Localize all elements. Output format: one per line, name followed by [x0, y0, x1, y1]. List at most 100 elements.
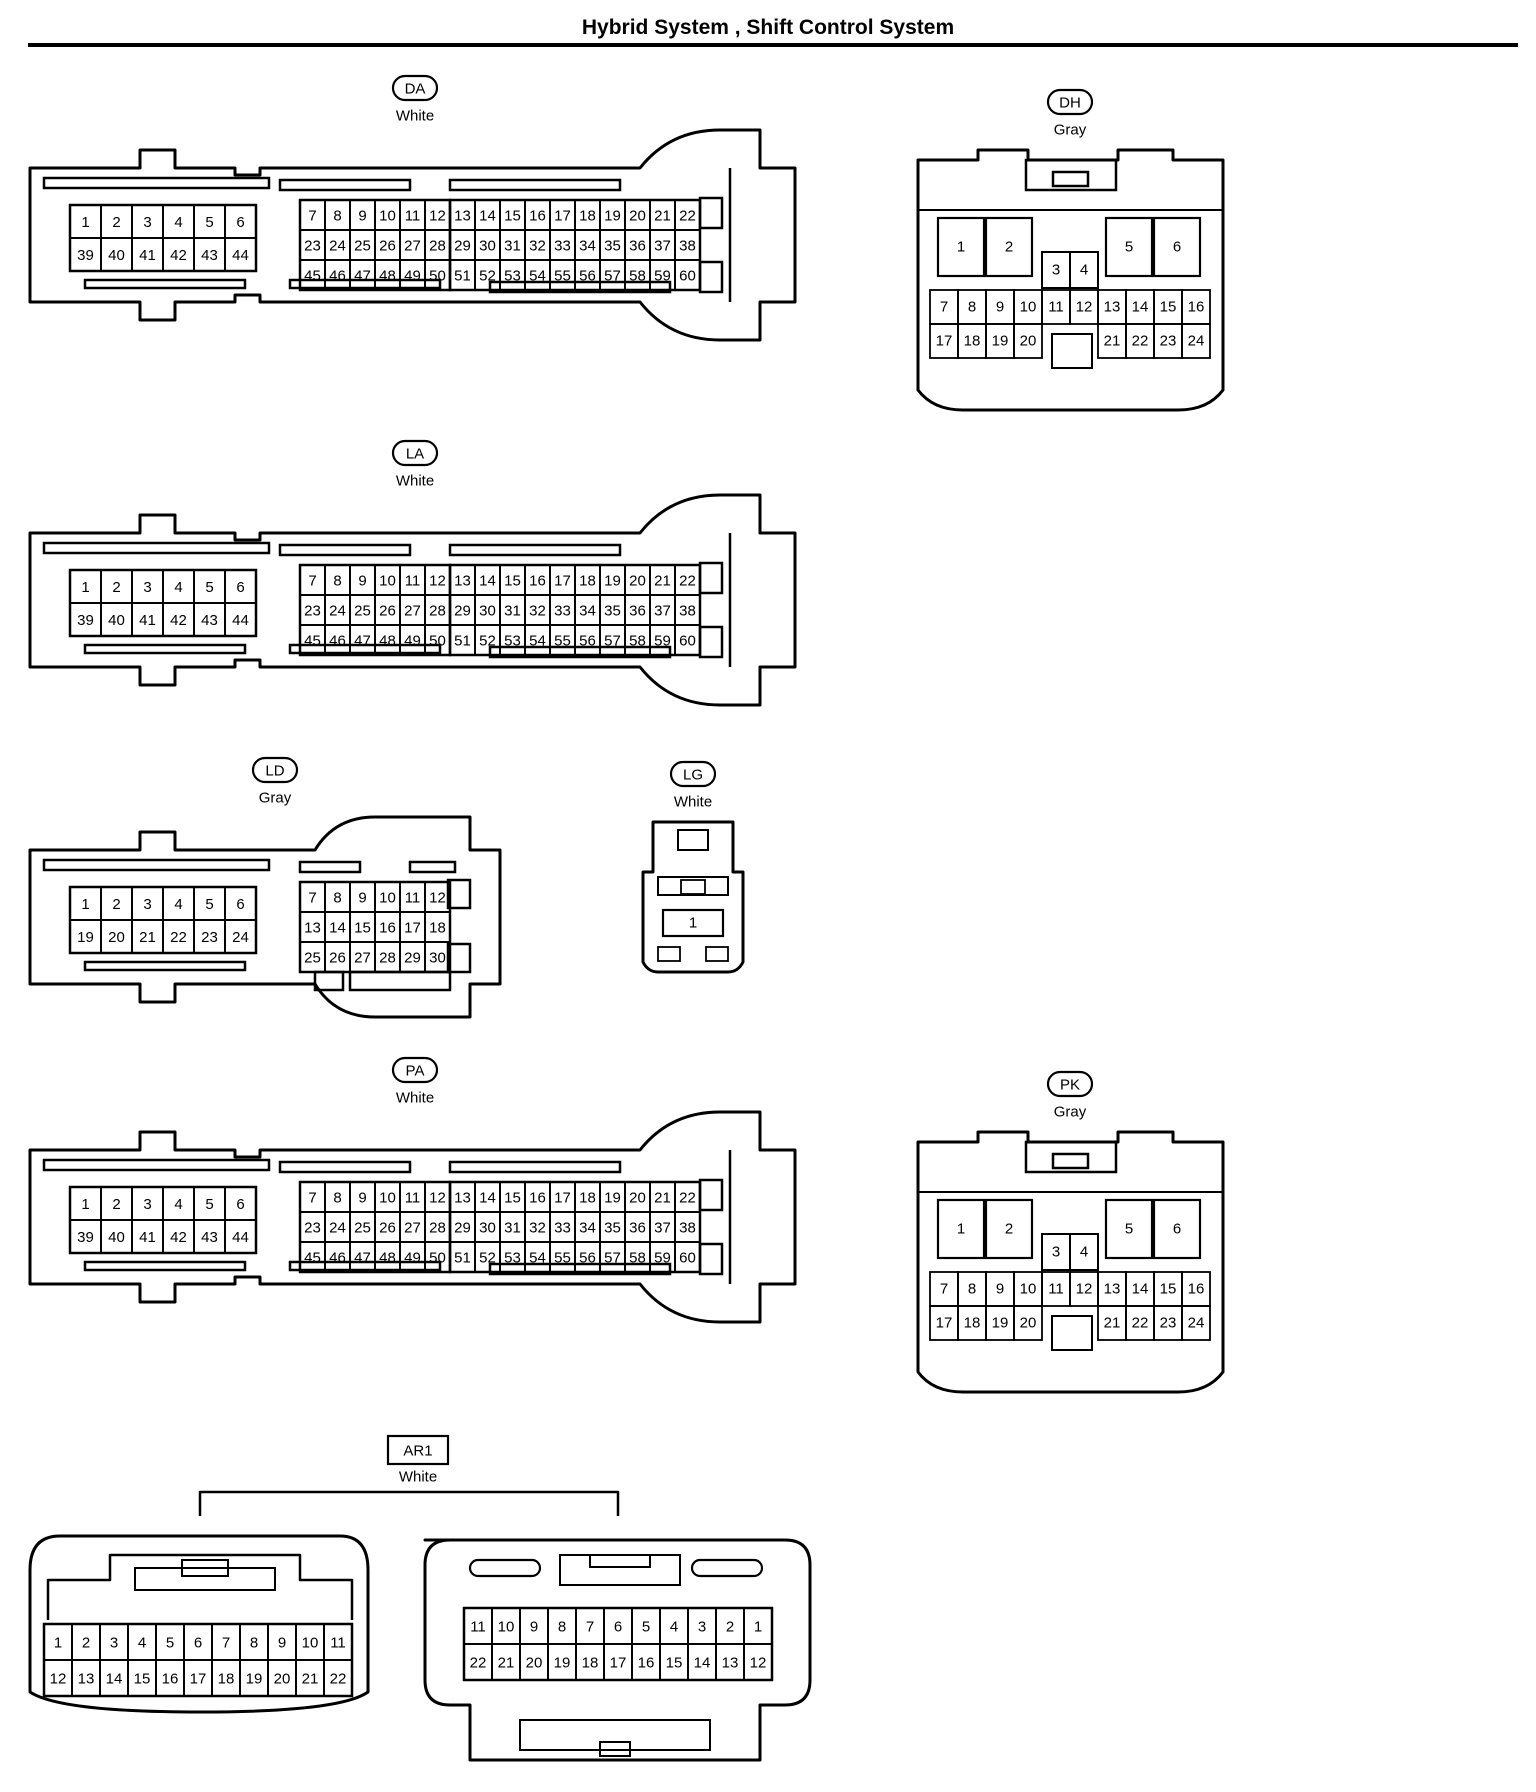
pin-number: 17 [936, 1315, 953, 1332]
pin-number: 2 [82, 1635, 90, 1652]
pin-number: 58 [629, 633, 646, 650]
latch-tab [1051, 1152, 1090, 1170]
lock-tab [705, 946, 729, 962]
pin-number: 30 [479, 238, 496, 255]
pin-number: 33 [554, 1220, 571, 1237]
latch-rail [278, 178, 412, 192]
pin-number: 53 [504, 1250, 521, 1267]
pin-number: 33 [554, 603, 571, 620]
lock-tab [519, 1719, 711, 1751]
connector-code-badge [251, 756, 299, 784]
pin-number: 6 [236, 579, 244, 596]
pin-number: 5 [642, 1619, 650, 1636]
pin-number: 22 [470, 1655, 487, 1672]
latch-slot [468, 1558, 542, 1578]
pin-number: 23 [201, 929, 218, 946]
pin-number: 12 [429, 208, 446, 225]
pin-number: 2 [112, 1196, 120, 1213]
pin-number: 7 [940, 1281, 948, 1298]
pin-cell [224, 237, 257, 272]
pin-number: 37 [654, 1220, 671, 1237]
pin-number: 6 [236, 214, 244, 231]
pin-number: 51 [454, 633, 471, 650]
pin-number: 17 [190, 1671, 207, 1688]
pin-number: 51 [454, 1250, 471, 1267]
pin-number: 9 [358, 890, 366, 907]
pin-number: 15 [1160, 299, 1177, 316]
pin-number: 38 [679, 1220, 696, 1237]
pin-number: 12 [1076, 299, 1093, 316]
pin-number: 24 [329, 603, 346, 620]
pin-number: 30 [479, 603, 496, 620]
pin-number: 8 [333, 208, 341, 225]
pin-number: 48 [379, 1250, 396, 1267]
pin-number: 8 [333, 1190, 341, 1207]
pin-cell [224, 919, 257, 954]
pin-number: 57 [604, 268, 621, 285]
pin-cell [1069, 1233, 1099, 1271]
pin-number: 49 [404, 1250, 421, 1267]
pin-number: 59 [654, 268, 671, 285]
latch-tab [680, 879, 706, 895]
pin-number: 52 [479, 633, 496, 650]
pin-number: 32 [529, 603, 546, 620]
pin-number: 16 [529, 208, 546, 225]
pin-number: 27 [404, 1220, 421, 1237]
pin-number: 18 [582, 1655, 599, 1672]
pin-number: 30 [429, 950, 446, 967]
pin-number: 15 [354, 920, 371, 937]
connector-code-badge [391, 439, 439, 467]
pin-number: 5 [1125, 1221, 1133, 1238]
pin-number: 16 [529, 573, 546, 590]
pin-number: 11 [405, 890, 421, 907]
pin-number: 26 [379, 1220, 396, 1237]
pin-number: 24 [329, 238, 346, 255]
title-rule [28, 43, 1518, 47]
pin-number: 5 [205, 896, 213, 913]
pin-number: 22 [170, 929, 187, 946]
pin-number: 1 [81, 579, 89, 596]
pin-number: 9 [996, 299, 1004, 316]
pin-number: 27 [354, 950, 371, 967]
pin-number: 44 [232, 247, 249, 264]
latch-tab [589, 1554, 651, 1568]
pin-number: 4 [174, 896, 182, 913]
pin-number: 21 [654, 1190, 671, 1207]
key-slot [446, 942, 472, 974]
key-slot [698, 625, 724, 659]
pin-number: 25 [354, 238, 371, 255]
connector-color-label: Gray [259, 790, 292, 807]
connector-color-label: White [674, 794, 712, 811]
pin-number: 45 [304, 268, 321, 285]
pin-number: 3 [143, 579, 151, 596]
pin-number: 57 [604, 633, 621, 650]
pin-number: 28 [379, 950, 396, 967]
connector-code: PA [406, 1063, 425, 1080]
latch-rail [278, 543, 412, 557]
pin-number: 12 [429, 890, 446, 907]
pin-number: 12 [50, 1671, 67, 1688]
pin-number: 12 [750, 1655, 767, 1672]
pin-number: 10 [379, 208, 396, 225]
pin-number: 50 [429, 633, 446, 650]
pin-number: 10 [302, 1635, 319, 1652]
pin-number: 7 [222, 1635, 230, 1652]
pin-number: 38 [679, 238, 696, 255]
pin-number: 16 [1188, 1281, 1205, 1298]
pin-number: 4 [138, 1635, 146, 1652]
pin-number: 23 [304, 603, 321, 620]
latch-rail [448, 543, 622, 557]
lock-tab [599, 1741, 631, 1757]
pin-number: 9 [996, 1281, 1004, 1298]
pin-number: 8 [968, 1281, 976, 1298]
pin-number: 27 [404, 238, 421, 255]
pin-number: 7 [308, 890, 316, 907]
pin-number: 17 [404, 920, 421, 937]
pin-number: 19 [554, 1655, 571, 1672]
pin-number: 15 [666, 1655, 683, 1672]
connector-code: DH [1059, 95, 1081, 112]
